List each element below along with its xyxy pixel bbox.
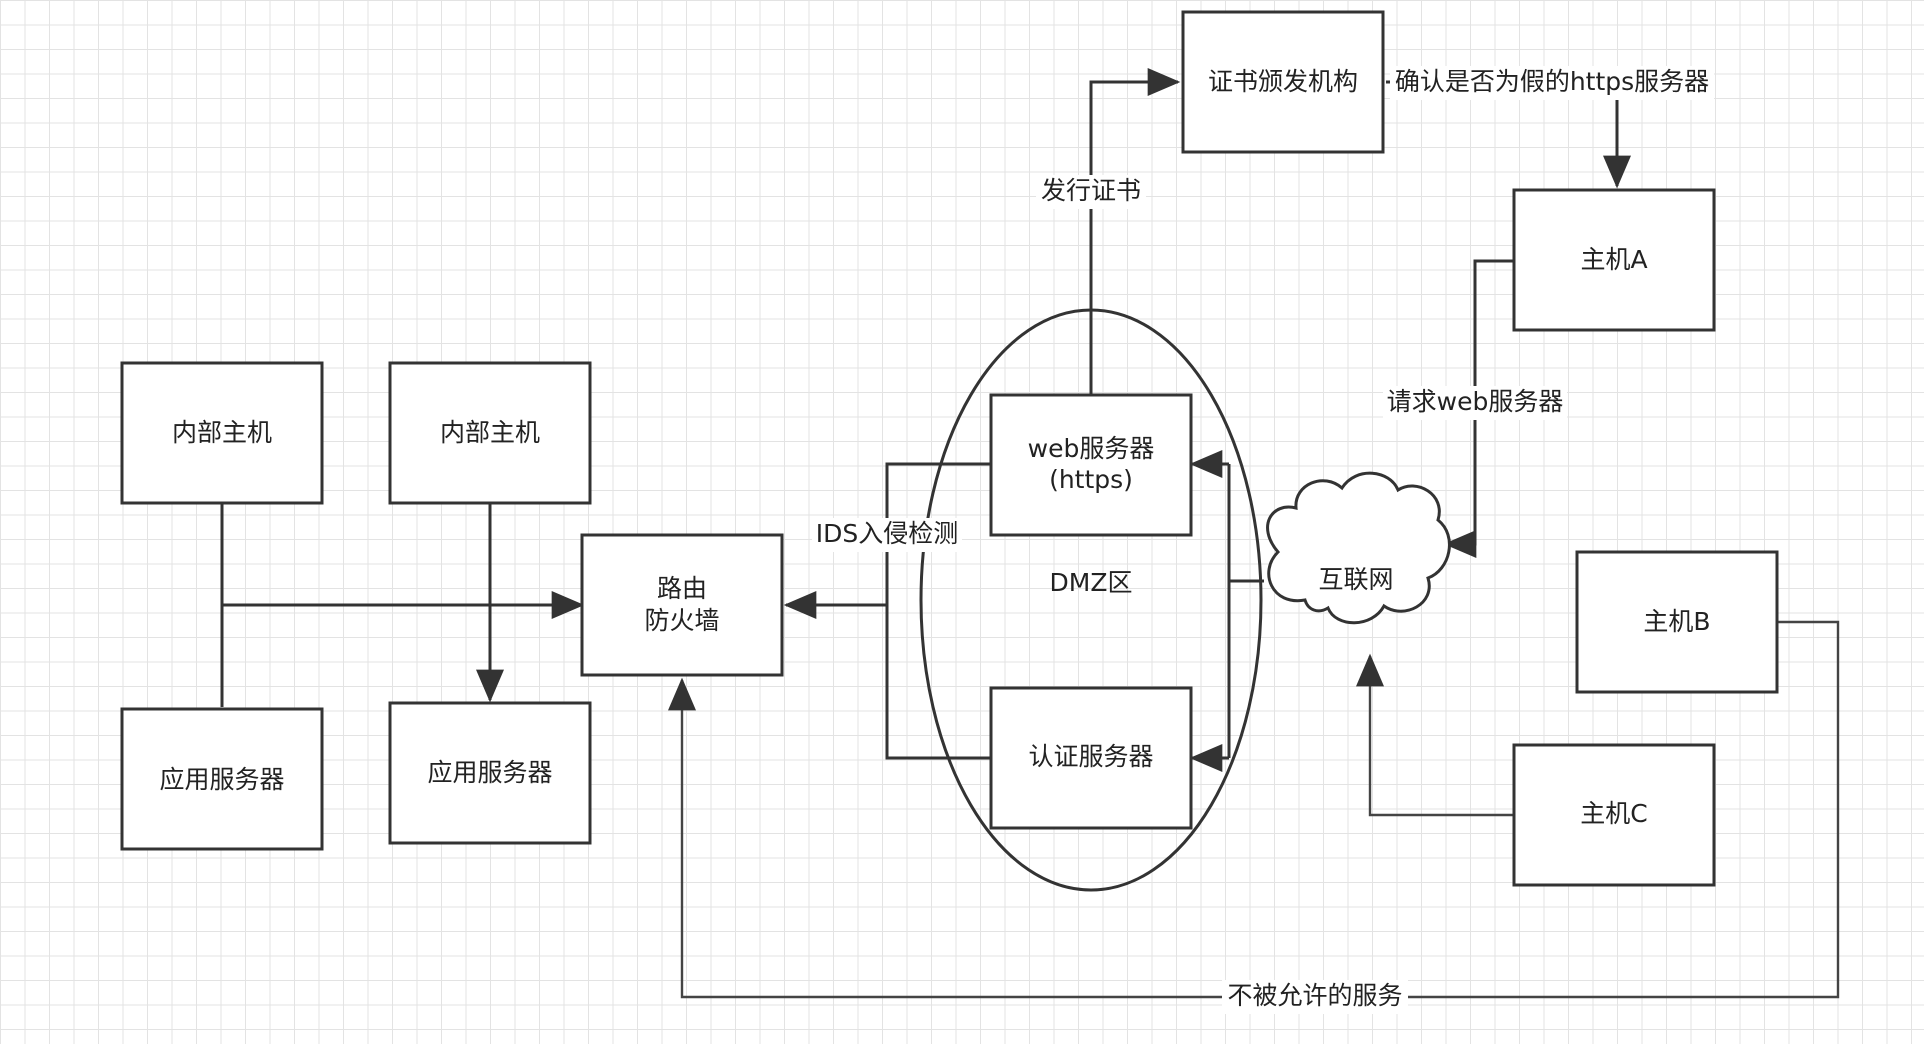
- issue-cert-label: 发行证书: [1041, 176, 1141, 205]
- host-a[interactable]: 主机A: [1512, 188, 1716, 332]
- edge-web-to-ca: [1089, 68, 1181, 395]
- ids-label: IDS入侵检测: [816, 519, 959, 548]
- dmz-zone: [919, 308, 1263, 892]
- host-c-label: 主机C: [1580, 799, 1647, 828]
- app-server-1[interactable]: 应用服务器: [120, 707, 324, 851]
- denied-label: 不被允许的服务: [1227, 981, 1402, 1010]
- web-server-label-line2: (https): [1049, 465, 1133, 494]
- host-a-label: 主机A: [1580, 245, 1647, 274]
- internal-host-1[interactable]: 内部主机: [120, 361, 324, 505]
- internet-label: 互联网: [1318, 565, 1393, 594]
- certificate-authority[interactable]: 证书颁发机构: [1181, 10, 1385, 154]
- internal-host-1-label: 内部主机: [172, 418, 272, 447]
- host-c[interactable]: 主机C: [1512, 743, 1716, 887]
- edge-hostc-to-internet: [1356, 653, 1514, 817]
- router-firewall[interactable]: 路由 防火墙: [580, 533, 784, 677]
- ids-label-group: IDS入侵检测: [812, 518, 962, 552]
- host-b[interactable]: 主机B: [1575, 550, 1779, 694]
- app-server-2[interactable]: 应用服务器: [388, 701, 592, 845]
- app-server-1-label: 应用服务器: [159, 765, 284, 794]
- host-b-label: 主机B: [1643, 607, 1710, 636]
- router-label-line2: 防火墙: [644, 606, 719, 635]
- router-label-line1: 路由: [657, 574, 707, 603]
- web-server[interactable]: web服务器 (https): [989, 393, 1193, 537]
- internal-host-2[interactable]: 内部主机: [388, 361, 592, 505]
- app-server-2-label: 应用服务器: [427, 758, 552, 787]
- denied-label-group: 不被允许的服务: [1222, 980, 1408, 1014]
- edge-dmz-bracket: [885, 462, 990, 760]
- verify-label: 确认是否为假的https服务器: [1395, 67, 1709, 96]
- internet-cloud[interactable]: 互联网: [1266, 471, 1451, 625]
- internal-host-2-label: 内部主机: [440, 418, 540, 447]
- verify-label-group: 确认是否为假的https服务器: [1390, 66, 1714, 100]
- certificate-authority-label: 证书颁发机构: [1208, 67, 1358, 96]
- issue-cert-label-group: 发行证书: [1036, 175, 1146, 209]
- web-server-label-line1: web服务器: [1028, 434, 1155, 463]
- request-web-label-group: 请求web服务器: [1383, 386, 1567, 420]
- dmz-label: DMZ区: [1050, 568, 1133, 597]
- edge-hostb-to-router: [668, 620, 1840, 999]
- request-web-label: 请求web服务器: [1387, 387, 1564, 416]
- auth-server[interactable]: 认证服务器: [989, 686, 1193, 830]
- auth-server-label: 认证服务器: [1028, 742, 1153, 771]
